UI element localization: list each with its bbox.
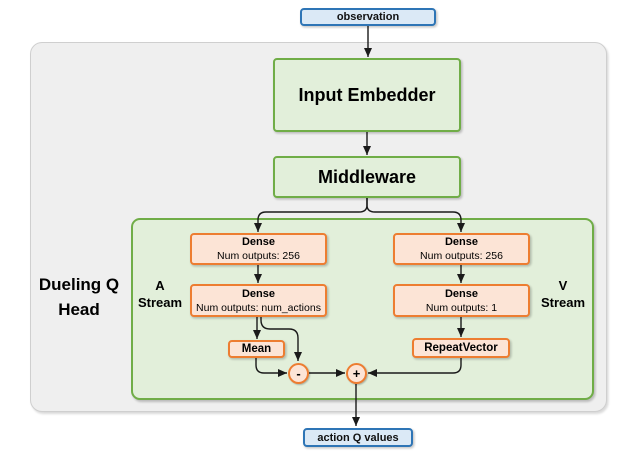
v-stream-label: V Stream — [540, 278, 586, 310]
arrow-middleware-to-a-stream — [254, 197, 368, 232]
input-embedder-label: Input Embedder — [298, 84, 436, 105]
action-q-values-node: action Q values — [303, 428, 413, 447]
dense-v2-outputs: Num outputs: 1 — [425, 301, 498, 314]
plus-icon: + — [352, 366, 361, 381]
input-embedder-node: Input Embedder — [273, 58, 461, 132]
dense-a2-node: Dense Num outputs: num_actions — [190, 284, 327, 317]
add-op-node: + — [346, 363, 367, 384]
observation-label: observation — [336, 11, 400, 23]
repeat-vector-label: RepeatVector — [424, 342, 498, 354]
mean-label: Mean — [241, 343, 272, 355]
dense-a2-title: Dense — [241, 287, 276, 300]
arrow-dense-a2-to-minus — [260, 317, 302, 361]
arrow-repeatvector-to-plus — [368, 358, 462, 377]
dense-a1-outputs: Num outputs: 256 — [217, 250, 300, 262]
dense-v1-title: Dense — [444, 236, 479, 248]
repeat-vector-node: RepeatVector — [412, 338, 510, 358]
observation-node: observation — [300, 8, 436, 26]
dense-v2-title: Dense — [444, 287, 479, 300]
action-q-values-label: action Q values — [317, 431, 399, 444]
middleware-label: Middleware — [317, 166, 417, 187]
subtract-op-node: - — [288, 363, 309, 384]
arrow-middleware-to-v-stream — [366, 197, 465, 232]
a-stream-label: A Stream — [137, 278, 183, 310]
dense-v1-outputs: Num outputs: 256 — [420, 250, 503, 262]
dense-v1-node: Dense Num outputs: 256 — [393, 233, 530, 265]
dense-a1-node: Dense Num outputs: 256 — [190, 233, 327, 265]
minus-icon: - — [296, 366, 301, 381]
dueling-q-head-label: Dueling Q Head — [38, 275, 120, 319]
mean-node: Mean — [228, 340, 285, 358]
arrow-mean-to-minus — [255, 358, 287, 377]
dense-a2-outputs: Num outputs: num_actions — [196, 301, 321, 314]
dense-a1-title: Dense — [241, 236, 276, 248]
middleware-node: Middleware — [273, 156, 461, 198]
dense-v2-node: Dense Num outputs: 1 — [393, 284, 530, 317]
